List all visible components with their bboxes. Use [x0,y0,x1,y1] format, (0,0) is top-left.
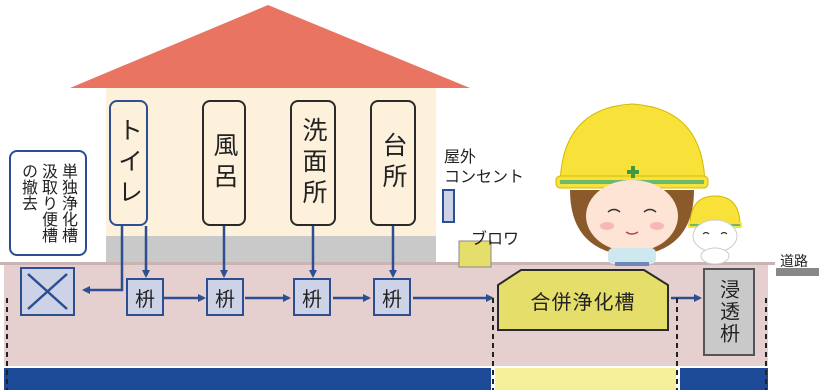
masu-2: 枡 [206,278,244,316]
house-foundation [106,236,436,262]
outdoor-outlet-box [442,189,455,223]
room-kitchen-label: 台所 [379,132,408,194]
septic-tank-shape [497,269,669,331]
removal-line-3: の撤去 [19,163,38,211]
masu-1: 枡 [126,278,164,316]
room-bath: 風呂 [202,100,246,226]
masu-2-label: 枡 [215,286,235,311]
masu-3-label: 枡 [302,286,322,311]
removal-line-2: 汲取り便槽 [39,163,58,243]
blower-label: ブロワ [471,229,520,248]
masu-3: 枡 [293,278,331,316]
infiltration-basin-label: 浸透枡 [716,279,741,345]
room-washroom-label: 洗面所 [299,116,328,210]
character-cat [688,195,742,265]
bottom-bar-right [680,368,768,390]
road-label: 道路 [780,254,808,270]
blower-box [458,240,492,268]
infiltration-basin: 浸透枡 [703,268,755,356]
room-washroom: 洗面所 [290,100,336,226]
road-sign [776,268,819,276]
room-kitchen: 台所 [370,100,416,226]
road-surface [0,262,775,265]
masu-4-label: 枡 [382,286,402,311]
masu-1-label: 枡 [135,286,155,311]
removal-line-1: 単独浄化槽 [59,163,78,243]
bottom-bar-middle [495,368,676,390]
masu-4: 枡 [373,278,411,316]
room-bath-label: 風呂 [210,132,239,194]
house-roof [70,5,470,88]
arrow-to-removed-tank [82,226,124,294]
room-toilet-label: トイレ [114,116,144,210]
removal-note: 単独浄化槽 汲取り便槽 の撤去 [9,150,87,256]
character-girl [555,103,709,266]
outdoor-outlet-line1: 屋外 [444,147,477,166]
outdoor-outlet-line2: コンセント [444,167,525,186]
bottom-bar-left [4,368,491,390]
room-toilet: トイレ [109,100,148,226]
outdoor-outlet-label: 屋外 コンセント [444,147,524,187]
septic-tank-label: 合併浄化槽 [530,290,636,314]
